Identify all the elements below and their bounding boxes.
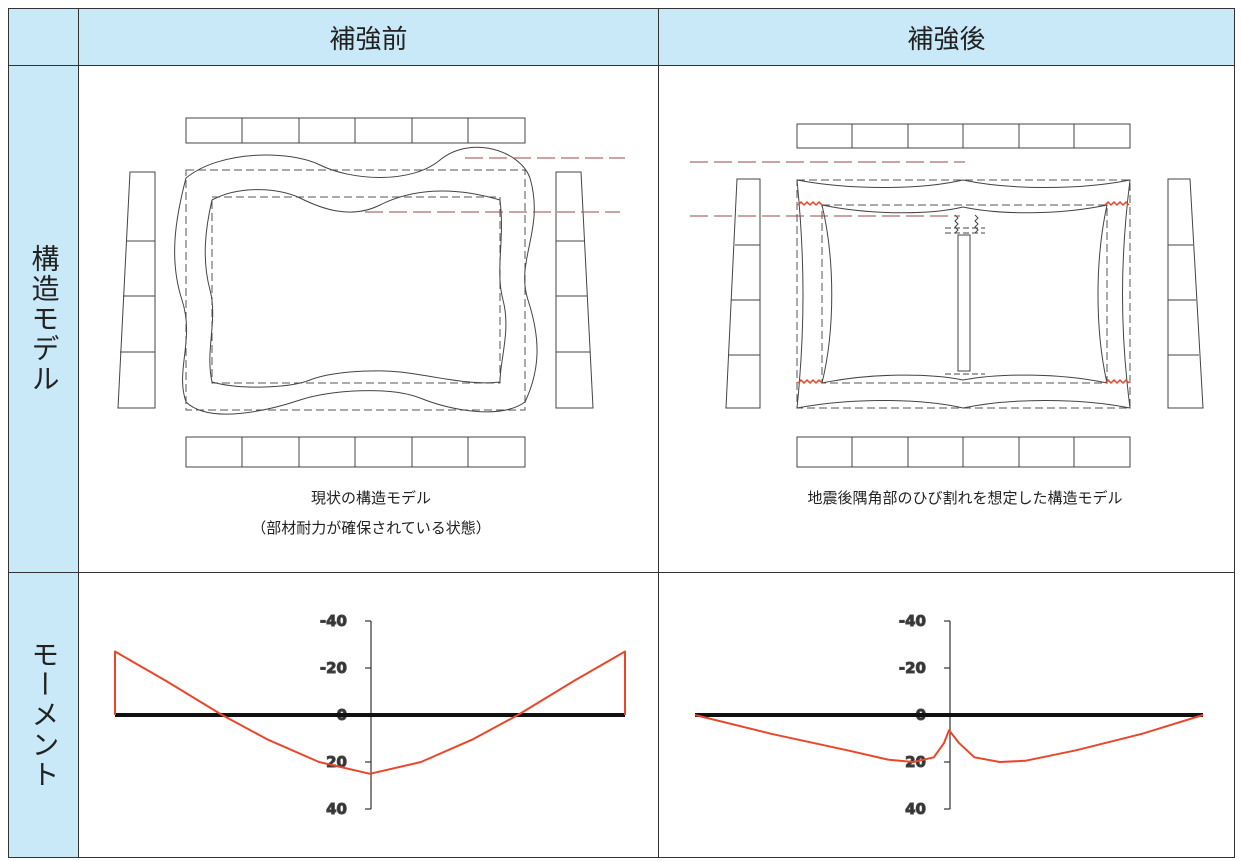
caption-before-line1: 現状の構造モデル xyxy=(310,489,432,507)
row-label-structure-text: 構造モデル xyxy=(27,244,61,394)
crack-markers xyxy=(797,200,1130,385)
y-tick-label: 40 xyxy=(905,800,926,818)
right-side-load-after xyxy=(1167,178,1204,409)
row-label-moment-text: モーメント xyxy=(27,640,61,790)
top-load-before xyxy=(185,117,526,144)
header-after: 補強後 xyxy=(658,8,1235,66)
caption-before-line2: （部材耐力が確保されている状態） xyxy=(251,519,491,537)
caption-after-line1: 地震後隅角部のひび割れを想定した構造モデル xyxy=(807,489,1123,507)
y-tick-label: -20 xyxy=(320,659,347,677)
left-side-load-after xyxy=(725,178,761,409)
moment-line xyxy=(694,714,1204,763)
header-before: 補強前 xyxy=(78,8,659,66)
bottom-load-after xyxy=(796,436,1131,468)
structure-model-after xyxy=(690,123,1204,468)
bottom-load-before xyxy=(185,436,526,468)
y-tick-label: 40 xyxy=(326,800,347,818)
y-tick-label: -40 xyxy=(899,612,926,630)
top-load-after xyxy=(796,123,1131,149)
structure-model-before xyxy=(117,117,625,468)
left-side-load-before xyxy=(117,171,156,409)
right-side-load-before xyxy=(555,171,594,409)
y-tick-label: -40 xyxy=(320,612,347,630)
corner-cell xyxy=(8,8,79,66)
row-label-moment: モーメント xyxy=(8,572,79,858)
moment-line xyxy=(114,650,626,775)
cell-moment-after xyxy=(658,572,1235,858)
y-tick-label: -20 xyxy=(899,659,926,677)
